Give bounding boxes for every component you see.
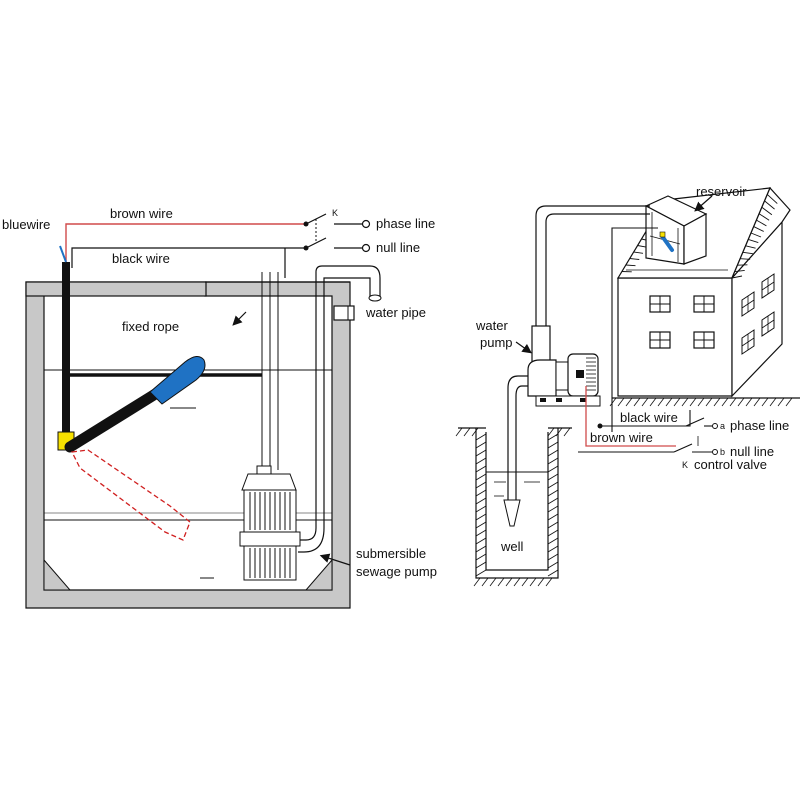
right-diagram: reservoir water pump black wire brown wi… xyxy=(456,184,800,586)
label-submersible: submersible xyxy=(356,546,426,561)
water-pump-arrow xyxy=(516,342,530,352)
water-pipe-clamp xyxy=(334,306,354,320)
black-wire-left xyxy=(72,248,306,268)
label-terminal-a: a xyxy=(720,421,725,431)
label-brown-wire: brown wire xyxy=(110,206,173,221)
suction-pipe xyxy=(508,376,528,500)
label-black-wire-right: black wire xyxy=(620,410,678,425)
water-pump xyxy=(528,326,600,406)
label-brown-wire-right: brown wire xyxy=(590,430,653,445)
label-phase-line-right: phase line xyxy=(730,418,789,433)
label-phase-line: phase line xyxy=(376,216,435,231)
label-bluewire: bluewire xyxy=(2,217,50,232)
label-valve-k: K xyxy=(682,460,688,470)
label-sewage-pump: sewage pump xyxy=(356,564,437,579)
submersible-pump xyxy=(240,466,300,580)
label-control-valve: control valve xyxy=(694,457,767,472)
label-pump: pump xyxy=(480,335,513,350)
float-low-position xyxy=(72,450,190,540)
brown-wire xyxy=(66,224,306,262)
label-well: well xyxy=(500,539,524,554)
label-terminal-b: b xyxy=(720,447,725,457)
float-switch xyxy=(150,356,205,404)
phase-terminal xyxy=(363,221,370,228)
float-arm xyxy=(70,388,165,447)
label-null-line: null line xyxy=(376,240,420,255)
well xyxy=(456,428,572,586)
tank-top-lip xyxy=(26,282,206,296)
fixed-rope-arrow xyxy=(234,312,246,324)
label-black-wire: black wire xyxy=(112,251,170,266)
phase-terminal-right xyxy=(713,424,718,429)
left-diagram: bluewire brown wire black wire K phase l… xyxy=(2,206,437,608)
label-switch-k: K xyxy=(332,208,338,218)
null-terminal xyxy=(363,245,370,252)
label-fixed-rope: fixed rope xyxy=(122,319,179,334)
null-terminal-right xyxy=(713,450,718,455)
label-water-pipe: water pipe xyxy=(365,305,426,320)
label-water: water xyxy=(475,318,508,333)
label-reservoir: reservoir xyxy=(696,184,747,199)
